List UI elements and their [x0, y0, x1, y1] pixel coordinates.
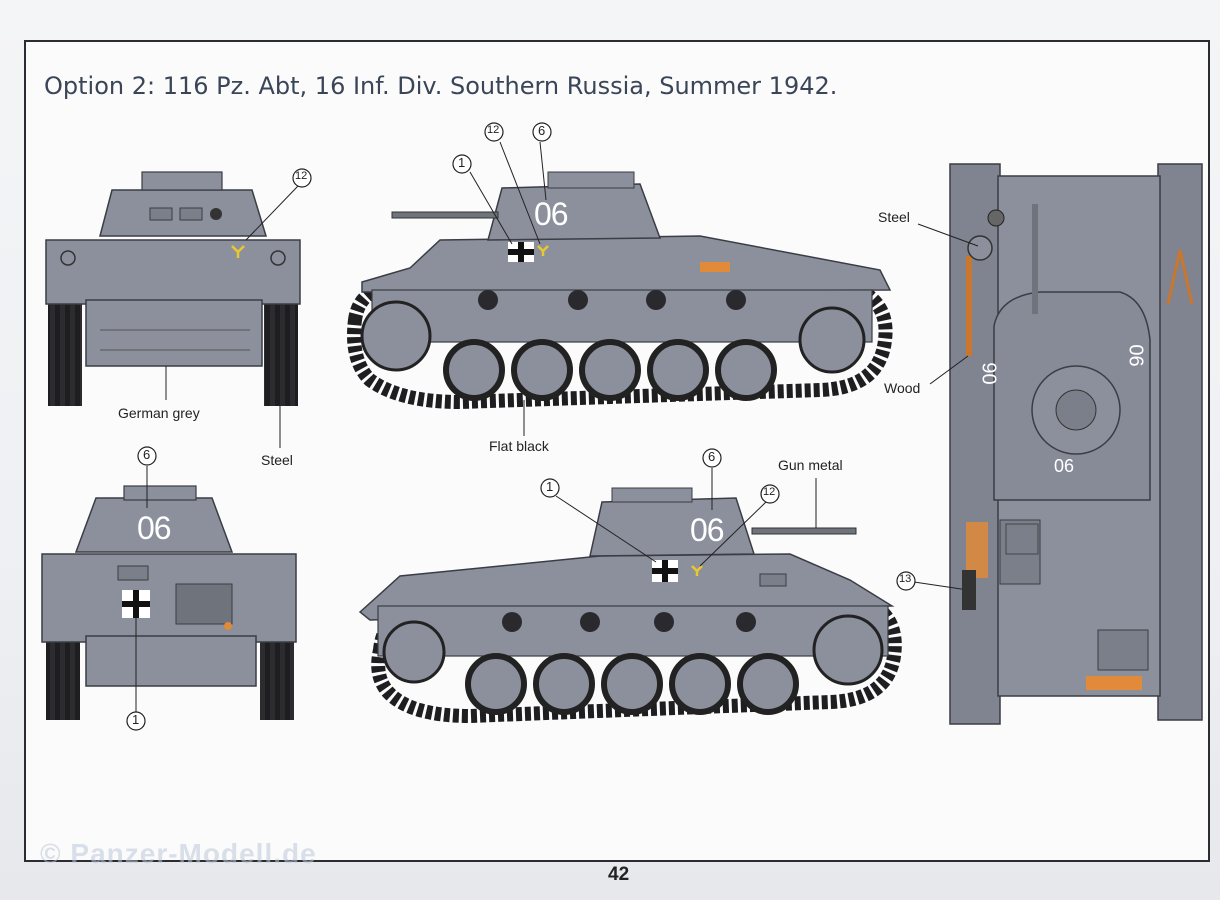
label-wood: Wood — [884, 380, 921, 396]
side1-tank-number: 06 — [534, 196, 569, 232]
front-left-track — [48, 302, 82, 406]
page-title: Option 2: 116 Pz. Abt, 16 Inf. Div. Sout… — [44, 72, 838, 100]
top-tank-number-1: 06 — [979, 362, 1002, 385]
side1-callout-1: 1 — [458, 155, 466, 170]
front-callout-12: 12 — [295, 170, 308, 182]
top-view — [896, 163, 1203, 725]
watermark: © Panzer-Modell.de — [40, 838, 317, 869]
top-wood-handle — [966, 256, 972, 356]
side1-callout-6: 6 — [538, 123, 546, 138]
side2-callout-12: 12 — [763, 486, 776, 498]
side-view-left — [347, 122, 893, 436]
top-tank-number-2: 06 — [1124, 344, 1147, 367]
rear-tank-number: 06 — [137, 510, 172, 546]
front-view — [45, 168, 312, 448]
top-callout-13: 13 — [899, 573, 912, 585]
label-gun-metal: Gun metal — [778, 457, 843, 473]
rear-callout-1: 1 — [132, 712, 140, 727]
side2-callout-6: 6 — [708, 449, 716, 464]
label-steel-top: Steel — [878, 209, 910, 225]
side1-callout-12: 12 — [487, 124, 500, 136]
page-number: 42 — [608, 864, 630, 885]
rear-callout-6: 6 — [143, 447, 151, 462]
label-flat-black: Flat black — [489, 438, 549, 454]
rear-view — [41, 446, 297, 731]
label-german-grey: German grey — [118, 405, 200, 421]
side2-callout-1: 1 — [546, 479, 554, 494]
label-steel-front: Steel — [261, 452, 293, 468]
side-view-right — [358, 448, 902, 724]
front-right-track — [264, 302, 298, 406]
top-tank-number-3: 06 — [1054, 456, 1075, 476]
front-div-marking — [231, 245, 245, 258]
side1-gun — [391, 211, 499, 219]
side2-tank-number: 06 — [690, 512, 725, 548]
side2-gun — [751, 527, 857, 535]
